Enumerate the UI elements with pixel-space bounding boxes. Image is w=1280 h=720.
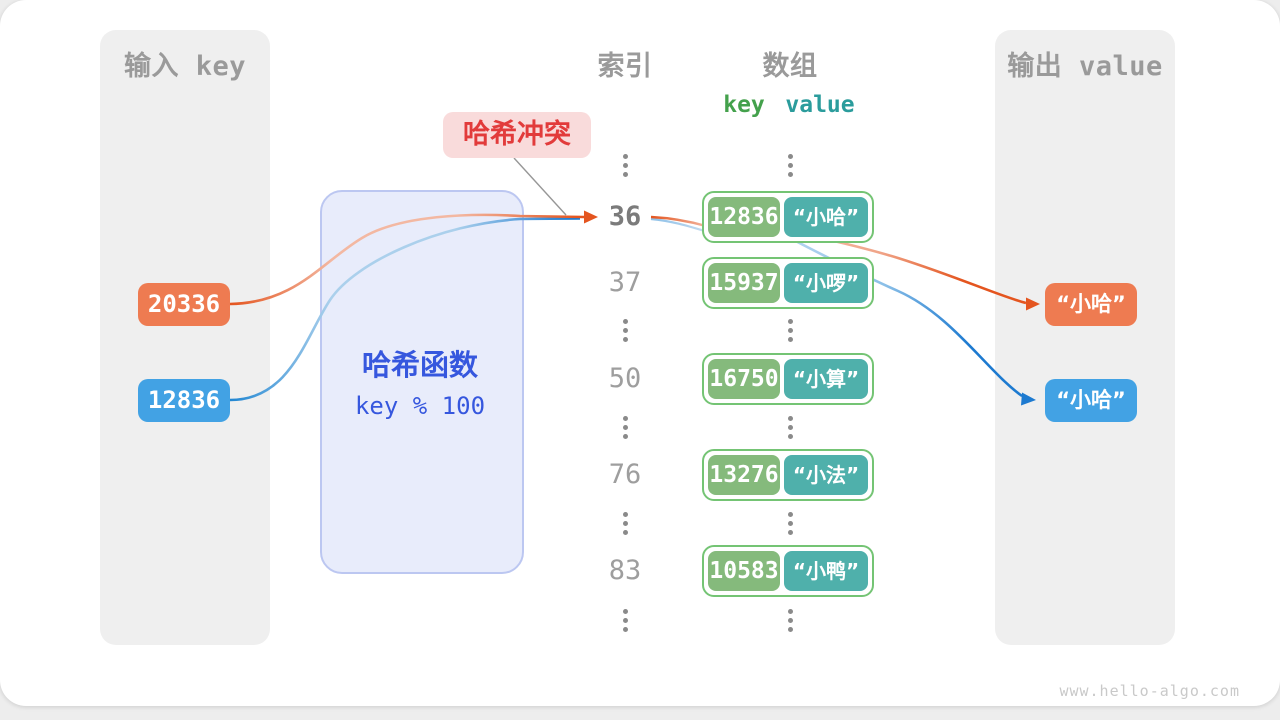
output-value-panel bbox=[995, 30, 1175, 645]
index-value-83: 83 bbox=[608, 555, 642, 586]
kv-pair: 13276 “小法” bbox=[702, 449, 874, 501]
output-value-box-orange: “小哈” bbox=[1045, 283, 1137, 326]
ellipsis-dots bbox=[585, 416, 665, 439]
ellipsis-dots bbox=[585, 609, 665, 632]
ellipsis-dots bbox=[585, 154, 665, 177]
kv-pair: 12836 “小哈” bbox=[702, 191, 874, 243]
watermark: www.hello-algo.com bbox=[1059, 682, 1240, 700]
input-key-panel bbox=[100, 30, 270, 645]
kv-pair: 10583 “小鸭” bbox=[702, 545, 874, 597]
input-column-title: 输入 key bbox=[123, 51, 247, 82]
index-column-title: 索引 bbox=[597, 51, 653, 82]
array-value-header: value bbox=[785, 92, 855, 118]
ellipsis-dots bbox=[585, 319, 665, 342]
pair-value-box: “小算” bbox=[784, 359, 868, 399]
ellipsis-dots bbox=[750, 154, 830, 177]
input-key-box-blue: 12836 bbox=[138, 379, 230, 422]
array-column-title: 数组 bbox=[762, 51, 818, 82]
ellipsis-dots bbox=[750, 319, 830, 342]
pair-key-box: 10583 bbox=[708, 551, 780, 591]
ellipsis-dots bbox=[585, 512, 665, 535]
hash-collision-label: 哈希冲突 bbox=[443, 112, 591, 158]
kv-pair: 15937 “小啰” bbox=[702, 257, 874, 309]
pair-key-box: 15937 bbox=[708, 263, 780, 303]
pair-value-box: “小法” bbox=[784, 455, 868, 495]
input-key-box-orange: 20336 bbox=[138, 283, 230, 326]
output-column-title: 输出 value bbox=[1007, 51, 1163, 82]
pair-value-box: “小鸭” bbox=[784, 551, 868, 591]
pair-value-box: “小啰” bbox=[784, 263, 868, 303]
pair-value-box: “小哈” bbox=[784, 197, 868, 237]
hash-function-title: 哈希函数 bbox=[361, 348, 478, 382]
pair-key-box: 16750 bbox=[708, 359, 780, 399]
pair-key-box: 12836 bbox=[708, 197, 780, 237]
index-value-50: 50 bbox=[608, 363, 642, 394]
output-value-box-blue: “小哈” bbox=[1045, 379, 1137, 422]
array-key-header: key bbox=[723, 92, 765, 118]
ellipsis-dots bbox=[750, 416, 830, 439]
ellipsis-dots bbox=[750, 512, 830, 535]
pair-key-box: 13276 bbox=[708, 455, 780, 495]
hash-function-formula: key % 100 bbox=[354, 392, 486, 420]
index-value-36: 36 bbox=[608, 201, 642, 232]
index-value-76: 76 bbox=[608, 459, 642, 490]
index-value-37: 37 bbox=[608, 267, 642, 298]
kv-pair: 16750 “小算” bbox=[702, 353, 874, 405]
ellipsis-dots bbox=[750, 609, 830, 632]
